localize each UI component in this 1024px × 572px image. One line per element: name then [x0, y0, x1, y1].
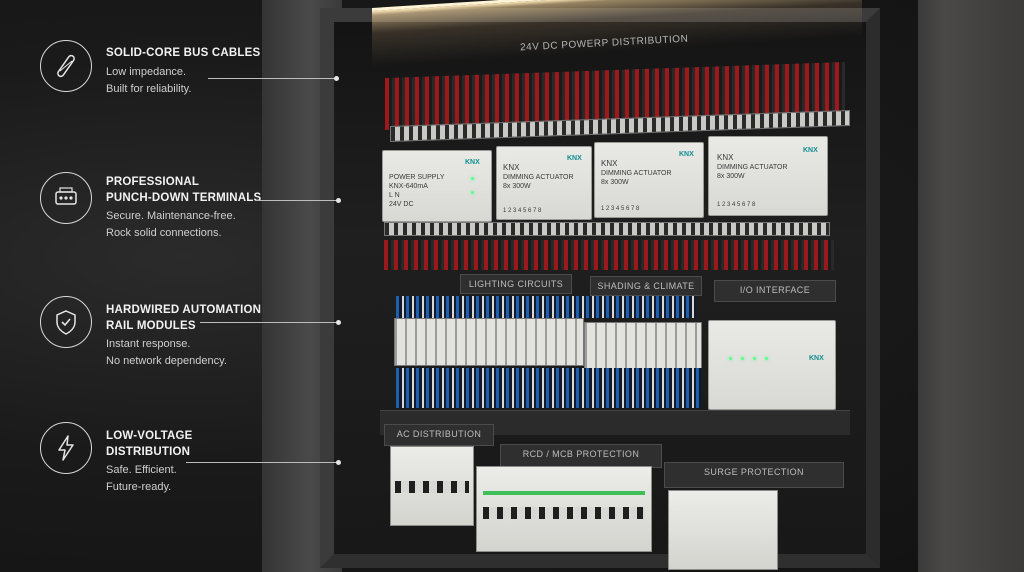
rcd-mcb-protection-label: RCD / MCB PROTECTION: [500, 444, 662, 468]
status-led: [753, 357, 756, 360]
cable-icon-graphic: [57, 54, 75, 78]
red-wiring: [384, 240, 834, 270]
module-line: 8x 300W: [717, 173, 745, 180]
feature-title: DISTRIBUTION: [106, 446, 191, 458]
feature-desc: Safe. Efficient.: [106, 464, 177, 476]
dimming-actuator-module: KNX KNX DIMMING ACTUATOR 8x 300W 1 2 3 4…: [708, 136, 828, 216]
feature-title: RAIL MODULES: [106, 320, 196, 332]
leader-line: [256, 200, 338, 201]
leader-line: [208, 78, 336, 79]
punch-down-terminal-block: [584, 322, 702, 370]
channel-numbers: 1 2 3 4 5 6 7 8: [717, 202, 756, 208]
status-led: [741, 357, 744, 360]
feature-title: SOLID-CORE BUS CABLES: [106, 47, 261, 59]
blue-wiring-top: [396, 296, 696, 318]
module-line: KNX-640mA: [389, 183, 428, 190]
module-line: 8x 300W: [503, 183, 531, 190]
feature-title: LOW-VOLTAGE: [106, 430, 193, 442]
leader-dot: [336, 320, 341, 325]
feature-title: PROFESSIONAL: [106, 176, 200, 188]
feature-desc: Instant response.: [106, 338, 191, 350]
knx-logo: KNX: [803, 147, 818, 154]
module-line: DIMMING ACTUATOR: [601, 170, 672, 177]
leader-line: [186, 462, 338, 463]
ac-breaker-group: [390, 446, 474, 526]
channel-numbers: 1 2 3 4 5 6 7 8: [601, 206, 640, 212]
knx-logo: KNX: [679, 151, 694, 158]
io-interface-module: KNX: [708, 320, 836, 410]
leader-dot: [336, 460, 341, 465]
leader-dot: [334, 76, 339, 81]
dimming-actuator-module: KNX KNX DIMMING ACTUATOR 8x 300W 1 2 3 4…: [594, 142, 704, 218]
blue-wiring-bottom: [396, 368, 702, 408]
lighting-circuits-label: LIGHTING CIRCUITS: [460, 274, 572, 294]
feature-desc: No network dependency.: [106, 355, 227, 367]
shading-climate-label: SHADING & CLIMATE: [590, 276, 702, 296]
surge-window: [675, 505, 771, 509]
status-led: [729, 357, 732, 360]
module-line: DIMMING ACTUATOR: [503, 174, 574, 181]
module-line: 8x 300W: [601, 179, 629, 186]
module-line: KNX: [601, 159, 618, 168]
power-supply-module: KNX POWER SUPPLY KNX-640mA L N 24V DC: [382, 150, 492, 222]
terminal-block-icon-graphic: [55, 187, 77, 205]
feature-desc: Rock solid connections.: [106, 227, 222, 239]
feature-desc: Future-ready.: [106, 481, 172, 493]
module-line: DIMMING ACTUATOR: [717, 164, 788, 171]
leader-dot: [336, 198, 341, 203]
punch-down-terminal-block: [394, 318, 584, 366]
module-line: KNX: [503, 163, 520, 172]
feature-desc: Low impedance.: [106, 66, 187, 78]
lightning-bolt-icon: [40, 422, 92, 474]
module-line: L N: [389, 192, 400, 199]
wall-right: [918, 0, 1024, 572]
status-led: [765, 357, 768, 360]
surge-protection-label: SURGE PROTECTION: [664, 462, 844, 488]
feature-title: HARDWIRED AUTOMATION: [106, 304, 262, 316]
rcd-mcb-breaker-group: [476, 466, 652, 552]
module-line: POWER SUPPLY: [389, 174, 445, 181]
feature-desc: Secure. Maintenance-free.: [106, 210, 236, 222]
feature-desc: Built for reliability.: [106, 83, 192, 95]
ac-distribution-label: AC DISTRIBUTION: [384, 424, 494, 446]
lightning-bolt-icon-graphic: [58, 435, 74, 461]
breaker-switches: [395, 481, 469, 493]
feature-list: SOLID-CORE BUS CABLES Low impedance. Bui…: [0, 0, 380, 572]
leader-line: [200, 322, 338, 323]
module-line: 24V DC: [389, 201, 414, 208]
io-interface-label: I/O INTERFACE: [714, 280, 836, 302]
module-terminal-row: [384, 222, 830, 236]
dimming-actuator-module: KNX KNX DIMMING ACTUATOR 8x 300W 1 2 3 4…: [496, 146, 592, 220]
shield-check-icon: [40, 296, 92, 348]
module-line: KNX: [717, 153, 734, 162]
green-indicator-strip: [483, 491, 645, 495]
knx-logo: KNX: [567, 155, 582, 162]
shield-check-icon-graphic: [56, 310, 76, 335]
feature-title: PUNCH-DOWN TERMINALS: [106, 192, 262, 204]
surge-protector-group: [668, 490, 778, 570]
status-led: [471, 177, 474, 180]
status-led: [471, 191, 474, 194]
terminal-block-icon: [40, 172, 92, 224]
cable-icon: [40, 40, 92, 92]
breaker-switches: [483, 507, 645, 519]
knx-logo: KNX: [465, 159, 480, 166]
knx-logo: KNX: [809, 355, 824, 362]
channel-numbers: 1 2 3 4 5 6 7 8: [503, 208, 542, 214]
